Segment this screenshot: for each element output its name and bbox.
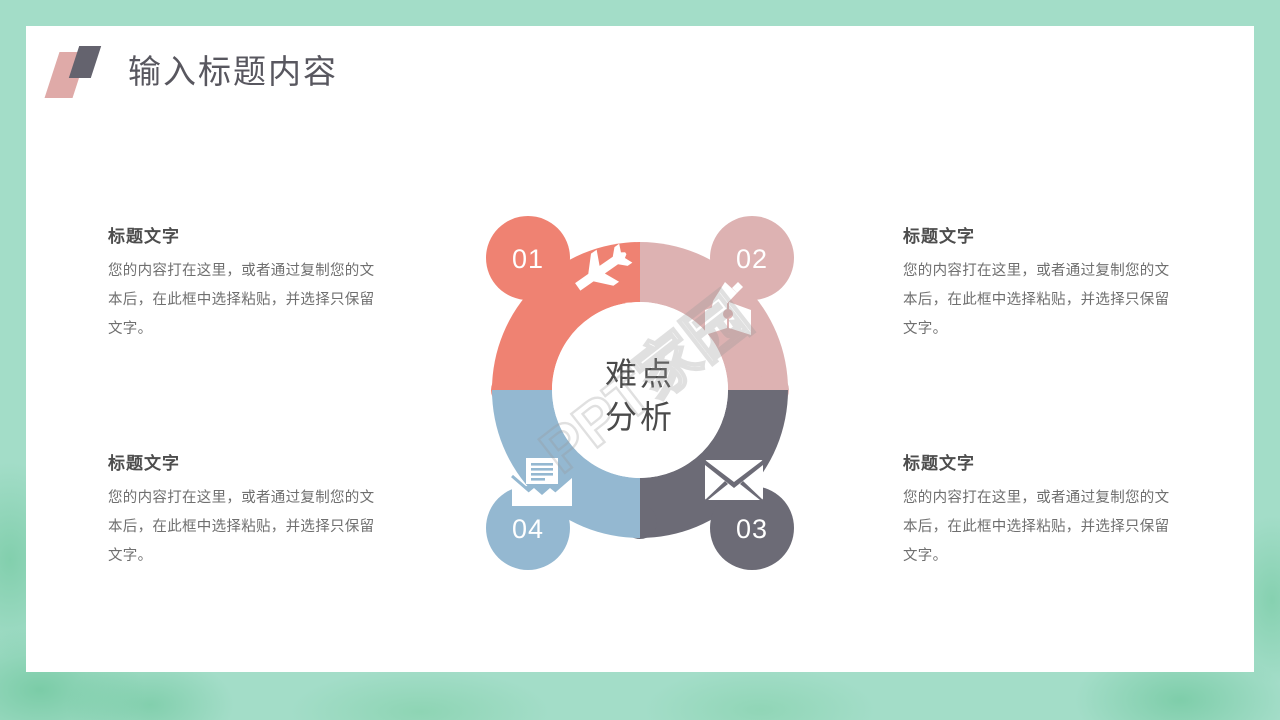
envelope-open-icon [511,458,573,506]
airplane-icon [575,243,633,291]
badge-number-02: 02 [736,244,768,274]
badge-circle-02[interactable] [710,216,794,300]
logo-mark-icon [44,44,104,98]
text-block-04: 标题文字 您的内容打在这里，或者通过复制您的文本后，在此框中选择粘贴，并选择只保… [108,455,380,571]
badge-number-01: 01 [512,244,544,274]
text-block-03: 标题文字 您的内容打在这里，或者通过复制您的文本后，在此框中选择粘贴，并选择只保… [903,455,1175,571]
page-title: 输入标题内容 [128,52,338,90]
logo-parallelogram-gray [68,46,102,78]
text-block-heading: 标题文字 [903,454,975,473]
badge-number-03: 03 [736,514,768,544]
center-label-line1: 难点 [605,356,675,392]
puzzle-wheel-diagram: 01 02 [448,202,832,578]
text-block-body: 您的内容打在这里，或者通过复制您的文本后，在此框中选择粘贴，并选择只保留文字。 [108,263,375,337]
text-block-02: 标题文字 您的内容打在这里，或者通过复制您的文本后，在此框中选择粘贴，并选择只保… [903,228,1175,344]
center-label-line2: 分析 [605,399,675,435]
badge-number-04: 04 [512,514,544,544]
text-block-body: 您的内容打在这里，或者通过复制您的文本后，在此框中选择粘贴，并选择只保留文字。 [903,263,1170,337]
text-block-body: 您的内容打在这里，或者通过复制您的文本后，在此框中选择粘贴，并选择只保留文字。 [108,490,375,564]
badge-circle-01[interactable] [486,216,570,300]
text-block-heading: 标题文字 [108,454,180,473]
text-block-body: 您的内容打在这里，或者通过复制您的文本后，在此框中选择粘贴，并选择只保留文字。 [903,490,1170,564]
badge-circle-04[interactable] [486,486,570,570]
book-pen-icon [705,282,751,335]
text-block-01: 标题文字 您的内容打在这里，或者通过复制您的文本后，在此框中选择粘贴，并选择只保… [108,228,380,344]
text-block-heading: 标题文字 [108,227,180,246]
center-hub [552,302,728,478]
slide-header: 输入标题内容 [44,44,338,98]
text-block-heading: 标题文字 [903,227,975,246]
badge-circle-03[interactable] [710,486,794,570]
envelope-closed-icon [705,460,763,500]
